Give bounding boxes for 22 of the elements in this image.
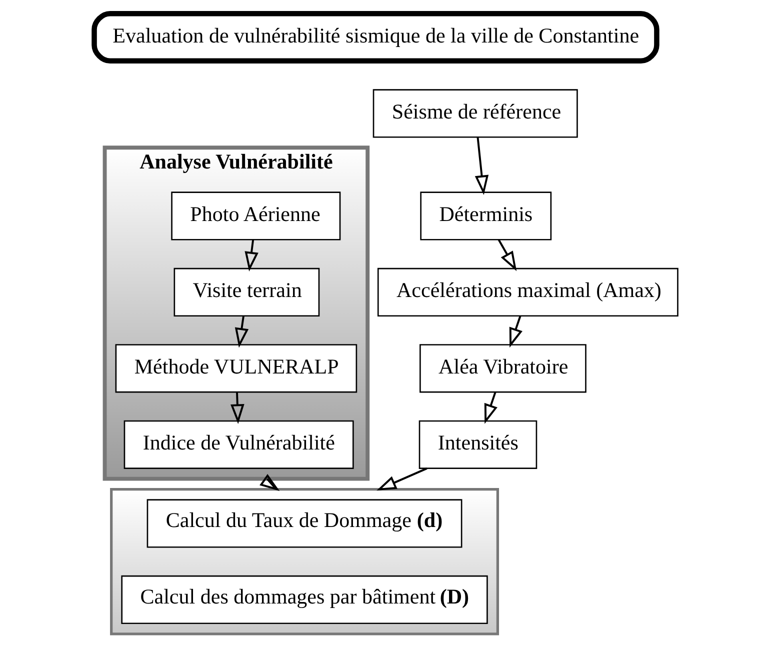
node-box: Aléa Vibratoire	[420, 344, 586, 393]
arrow	[509, 316, 522, 348]
arrow	[498, 239, 517, 272]
node-box: Méthode VULNERALP	[115, 344, 358, 393]
node-box: Accélérations maximal (Amax)	[377, 268, 678, 317]
arrow	[474, 137, 489, 196]
node-box: Calcul des dommages par bâtiment (D)	[121, 575, 488, 624]
arrow	[484, 392, 498, 424]
node-box: Photo Aérienne	[171, 192, 341, 240]
arrow	[376, 468, 428, 491]
node-box: Visite terrain	[174, 268, 320, 317]
arrow	[230, 392, 244, 424]
arrow	[260, 474, 280, 492]
cluster	[110, 488, 500, 636]
arrow	[244, 240, 258, 272]
node-box: Séisme de référence	[372, 89, 578, 138]
node-box: Déterminis	[420, 192, 552, 240]
arrow	[234, 316, 249, 348]
node-box: Calcul du Taux de Dommage (d)	[146, 499, 462, 548]
node-box: Intensités	[418, 420, 538, 469]
node-box: Evaluation de vulnérabilité sismique de la ville de Constantine	[92, 10, 660, 64]
node-box: Indice de Vulnérabilité	[124, 420, 354, 469]
